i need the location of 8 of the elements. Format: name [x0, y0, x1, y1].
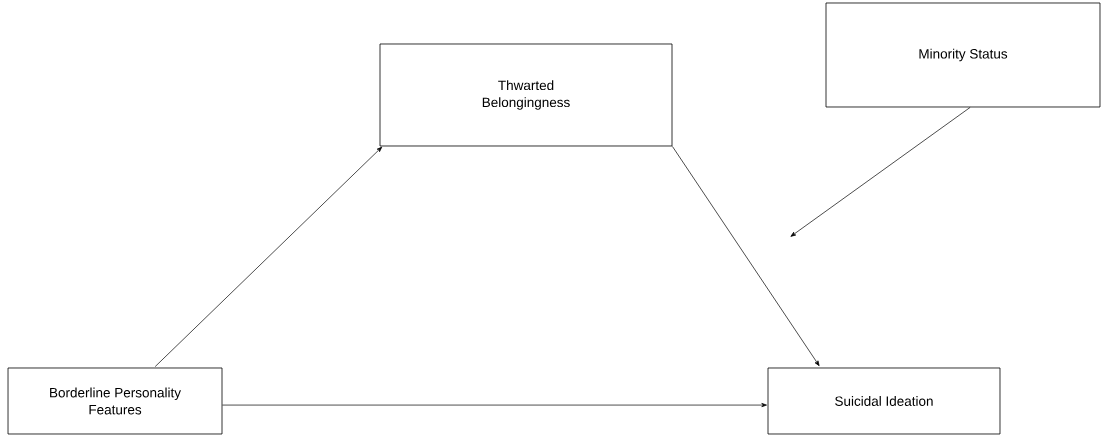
box: Suicidal Ideation — [767, 367, 1001, 435]
arrow — [222, 403, 767, 408]
arrow — [154, 146, 383, 367]
box: Borderline Personality Features — [7, 367, 223, 435]
box: Minority Status — [825, 2, 1101, 108]
box: Thwarted Belongingness — [379, 43, 673, 147]
arrow — [672, 146, 820, 367]
arrow — [790, 107, 971, 237]
